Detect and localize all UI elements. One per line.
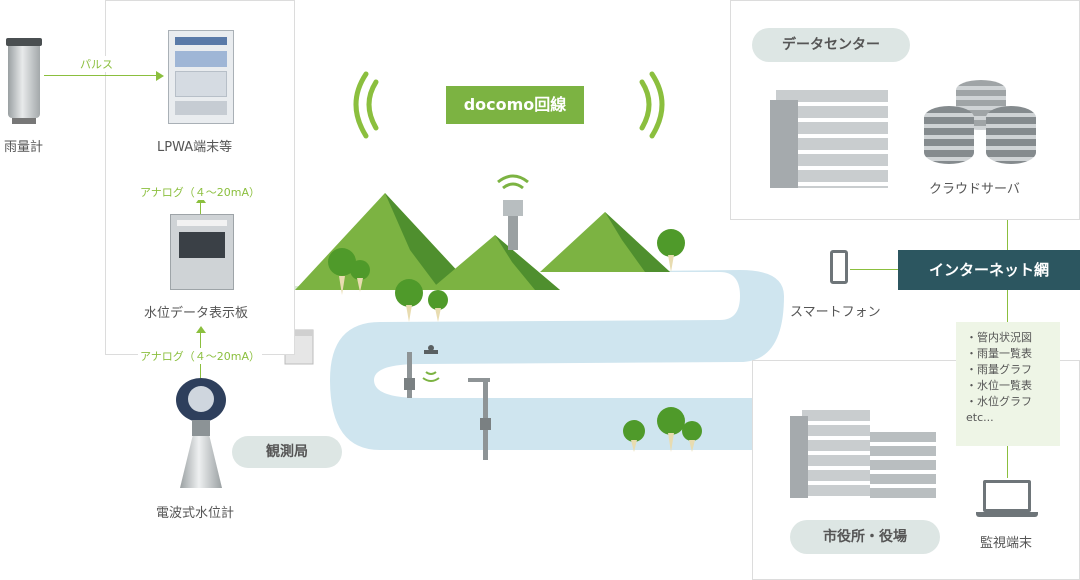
smartphone-icon <box>830 250 848 284</box>
rain-gauge-icon <box>8 40 40 118</box>
data-center-pill: データセンター <box>752 28 910 62</box>
office-building-icon <box>790 410 940 498</box>
display-board-icon <box>170 214 234 290</box>
tree <box>328 229 702 442</box>
info-list: ・管内状況図 ・雨量一覧表 ・雨量グラフ ・水位一覧表 ・水位グラフ etc..… <box>956 322 1060 446</box>
smartphone-label: スマートフォン <box>790 305 881 320</box>
analog-bottom-label: アナログ（４～20mA） <box>138 348 263 364</box>
signal-right-icon <box>639 71 665 139</box>
analog-top-line <box>200 198 201 216</box>
list-item: ・水位グラフ <box>966 395 1032 408</box>
analog-top-label: アナログ（４～20mA） <box>138 184 263 200</box>
docomo-tag: docomo回線 <box>446 86 584 124</box>
laptop-icon <box>983 480 1031 512</box>
radar-gauge-label: 電波式水位計 <box>156 506 235 521</box>
internet-to-list <box>1007 290 1008 322</box>
internet-to-smartphone <box>850 269 898 270</box>
list-item: etc... <box>966 411 994 424</box>
lpwa-terminal-icon <box>168 30 234 124</box>
internet-tag: インターネット網 <box>898 250 1080 290</box>
list-to-terminal <box>1007 446 1008 478</box>
cloud-server-icon <box>924 80 1038 172</box>
station-pill: 観測局 <box>232 436 342 468</box>
arrow-head <box>196 326 206 333</box>
pulse-label: パルス <box>78 56 115 72</box>
lpwa-label: LPWA端末等 <box>157 140 233 155</box>
list-item: ・雨量グラフ <box>966 363 1032 376</box>
datacenter-to-internet <box>1007 220 1008 250</box>
city-office-pill: 市役所・役場 <box>790 520 940 554</box>
list-item: ・水位一覧表 <box>966 379 1032 392</box>
monitor-terminal-label: 監視端末 <box>980 536 1033 551</box>
arrow-head <box>156 71 164 81</box>
signal-left-icon <box>353 71 379 139</box>
list-item: ・管内状況図 <box>966 331 1032 344</box>
list-item: ・雨量一覧表 <box>966 347 1032 360</box>
pulse-arrow <box>44 75 159 76</box>
river <box>330 270 784 450</box>
cloud-server-label: クラウドサーバ <box>929 182 1020 197</box>
rain-gauge-label: 雨量計 <box>4 140 44 155</box>
display-board-label: 水位データ表示板 <box>144 306 249 321</box>
